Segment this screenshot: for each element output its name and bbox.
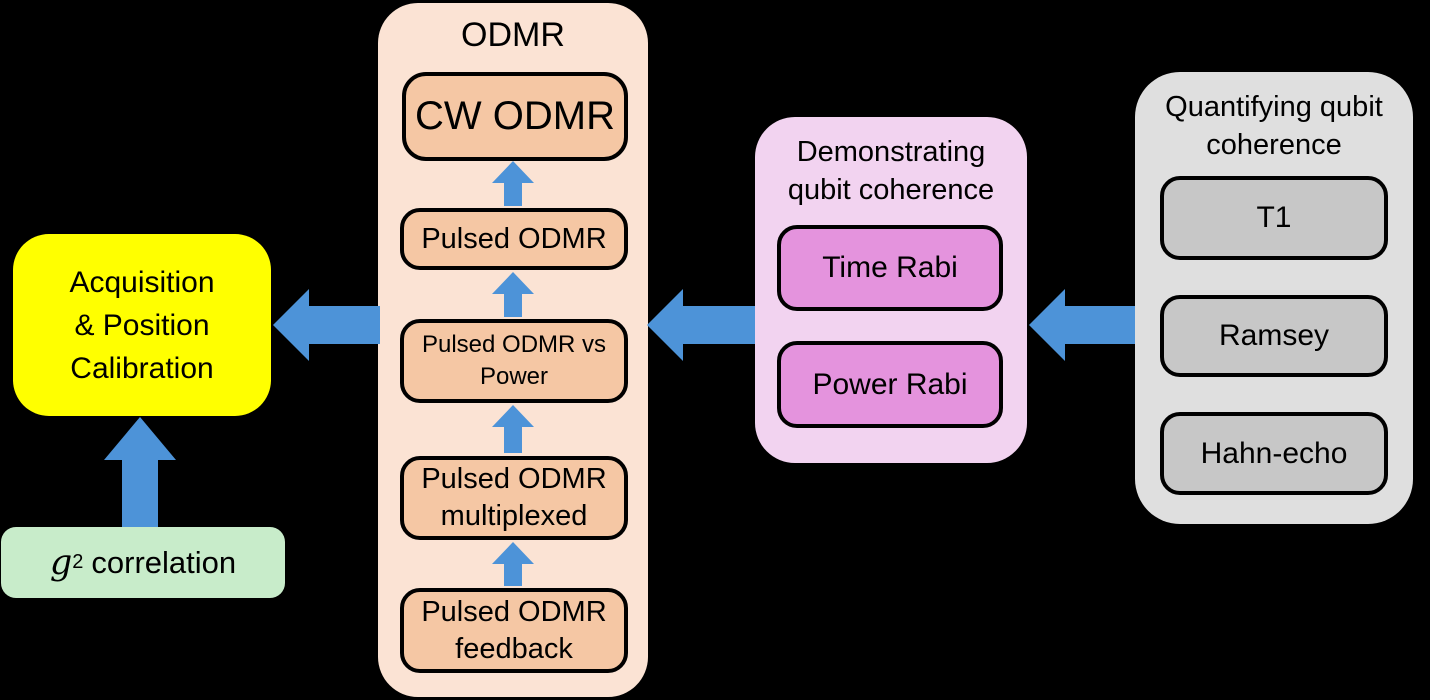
group-odmr-title: ODMR bbox=[461, 16, 565, 54]
arrow-head bbox=[1029, 289, 1065, 361]
arrow-shaft bbox=[504, 183, 522, 206]
node-pulsed-odmr-multiplexed: Pulsed ODMR multiplexed bbox=[400, 456, 628, 540]
group-quantifying-title: Quantifying qubit coherence bbox=[1165, 91, 1383, 161]
node-pulsed-odmr-vs-power: Pulsed ODMR vs Power bbox=[400, 319, 628, 403]
acquisition-line: Acquisition bbox=[69, 265, 215, 299]
acquisition-line: & Position bbox=[74, 308, 210, 342]
arrow-g2-to-acquisition bbox=[104, 417, 176, 527]
g2-superscript: 2 bbox=[72, 551, 84, 573]
arrow-shaft bbox=[504, 427, 522, 453]
arrow-head bbox=[492, 542, 534, 564]
arrow-vspower-to-pulsed bbox=[492, 272, 534, 317]
node-cw-odmr: CW ODMR bbox=[402, 72, 628, 161]
arrow-shaft bbox=[1065, 306, 1135, 344]
node-power-rabi: Power Rabi bbox=[777, 341, 1003, 428]
acquisition-line: Calibration bbox=[70, 351, 214, 385]
node-hahn-echo: Hahn-echo bbox=[1160, 412, 1388, 495]
node-acquisition-calibration: Acquisition & Position Calibration bbox=[13, 234, 271, 416]
arrow-shaft bbox=[122, 460, 158, 527]
group-demonstrating-title: Demonstrating qubit coherence bbox=[787, 136, 995, 206]
group-quantifying-coherence: Quantifying qubit coherence T1 Ramsey Ha… bbox=[1135, 72, 1413, 524]
arrow-pulsed-to-cw bbox=[492, 161, 534, 206]
arrow-multiplexed-to-vspower bbox=[492, 405, 534, 453]
node-ramsey: Ramsey bbox=[1160, 295, 1388, 377]
arrow-quant-to-demo bbox=[1029, 289, 1135, 361]
node-pulsed-odmr-feedback: Pulsed ODMR feedback bbox=[400, 588, 628, 673]
node-pulsed-odmr: Pulsed ODMR bbox=[400, 208, 628, 270]
group-demonstrating-coherence: Demonstrating qubit coherence Time Rabi … bbox=[755, 117, 1027, 463]
g2-label: correlation bbox=[91, 544, 237, 580]
arrow-shaft bbox=[504, 294, 522, 317]
node-t1: T1 bbox=[1160, 176, 1388, 260]
arrow-feedback-to-multiplexed bbox=[492, 542, 534, 586]
arrow-head bbox=[647, 289, 683, 361]
group-odmr: ODMR CW ODMR Pulsed ODMR Pulsed ODMR vs … bbox=[378, 3, 648, 697]
arrow-head bbox=[104, 417, 176, 460]
arrow-odmr-to-acquisition bbox=[273, 289, 380, 361]
arrow-head bbox=[492, 272, 534, 294]
node-time-rabi: Time Rabi bbox=[777, 225, 1003, 311]
g2-symbol: g bbox=[49, 542, 73, 583]
arrow-head bbox=[492, 161, 534, 183]
arrow-demo-to-odmr bbox=[647, 289, 755, 361]
arrow-shaft bbox=[309, 306, 380, 344]
arrow-shaft bbox=[683, 306, 755, 344]
arrow-head bbox=[492, 405, 534, 427]
arrow-shaft bbox=[504, 564, 522, 586]
arrow-head bbox=[273, 289, 309, 361]
